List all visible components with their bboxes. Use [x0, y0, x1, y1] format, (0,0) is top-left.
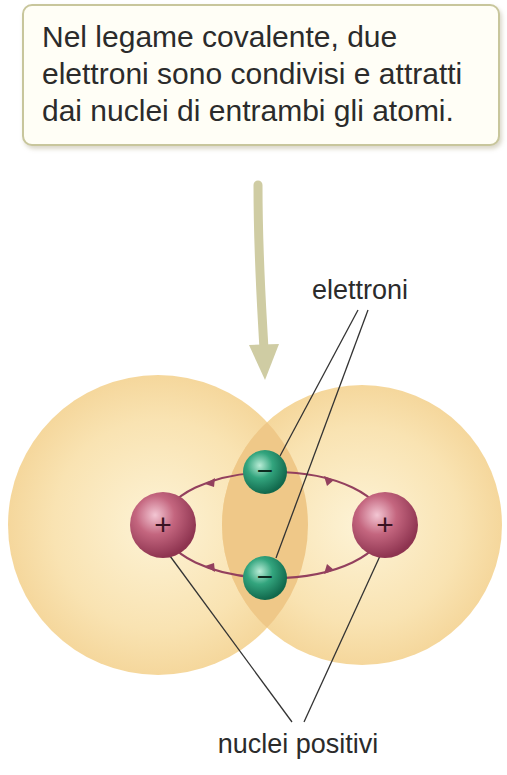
callout-arrow — [258, 185, 264, 350]
leader-line — [304, 556, 380, 722]
overlap-region — [222, 385, 502, 665]
part-label: nuclei positivi — [218, 730, 379, 760]
leader-line — [280, 310, 358, 456]
nucleus — [130, 492, 196, 558]
charge-sign: + — [154, 508, 172, 541]
nucleus — [352, 492, 418, 558]
callout-arrowhead — [249, 344, 279, 380]
callout-box: Nel legame covalente, due elettroni sono… — [22, 4, 500, 146]
atom-right — [222, 385, 502, 665]
electron — [243, 556, 287, 600]
callout-text: Nel legame covalente, due elettroni sono… — [42, 18, 482, 129]
charge-sign: − — [257, 562, 273, 593]
leader-line — [170, 556, 292, 722]
charge-sign: + — [376, 508, 394, 541]
charge-sign: − — [257, 456, 273, 487]
electron — [243, 450, 287, 494]
part-label: elettroni — [312, 276, 408, 306]
